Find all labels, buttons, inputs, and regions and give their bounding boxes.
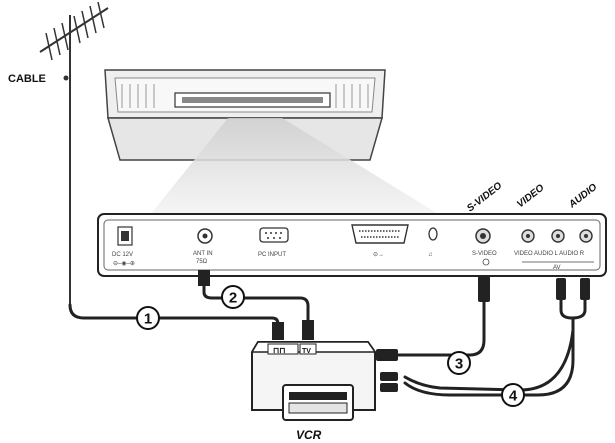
step-1-number: 1	[144, 311, 152, 328]
cable-2	[202, 284, 310, 324]
scart-port	[351, 224, 409, 244]
cable-4	[403, 316, 575, 397]
pc-input-port	[259, 227, 289, 243]
video-header: VIDEO	[515, 182, 546, 210]
headphone-jack	[428, 227, 438, 241]
av-jack-labels: VIDEO AUDIO L AUDIO R	[514, 251, 585, 257]
step-4-badge: 4	[501, 383, 525, 407]
cable-1	[68, 303, 280, 332]
dc-in-label: DC 12V	[112, 252, 133, 258]
cable-3	[396, 300, 486, 357]
step-3-number: 3	[455, 356, 463, 373]
antenna-icon	[39, 1, 109, 305]
pc-input-label: PC INPUT	[258, 252, 286, 258]
vcr-label: VCR	[296, 428, 322, 442]
antenna-in-label: ANT IN	[193, 251, 213, 257]
vcr-out-jacks: ⊓⊓	[273, 346, 285, 355]
cable-label: CABLE	[8, 73, 46, 85]
audio-header: AUDIO	[566, 182, 599, 211]
vcr-tv-jack: TV	[302, 348, 311, 355]
connector-panel: DC 12V ⊖–◉–⊕ ANT IN 75Ω PC INPUT ⊝→ ♫ S-…	[97, 213, 607, 277]
step-3-badge: 3	[447, 351, 471, 375]
svg-text:⊖–◉–⊕: ⊖–◉–⊕	[113, 261, 135, 267]
step-2-badge: 2	[221, 285, 245, 309]
av-label: AV	[553, 265, 561, 271]
s-video-port-label: S-VIDEO	[472, 251, 497, 257]
step-4-number: 4	[509, 388, 518, 405]
svg-text:⊝→: ⊝→	[373, 252, 384, 258]
step-1-badge: 1	[136, 306, 160, 330]
headphone-icon: ♫	[428, 252, 433, 258]
vcr-device: ⊓⊓ TV	[250, 341, 377, 421]
step-2-number: 2	[229, 290, 237, 307]
antenna-in-sub: 75Ω	[196, 259, 208, 265]
s-video-header: S-VIDEO	[465, 180, 504, 214]
